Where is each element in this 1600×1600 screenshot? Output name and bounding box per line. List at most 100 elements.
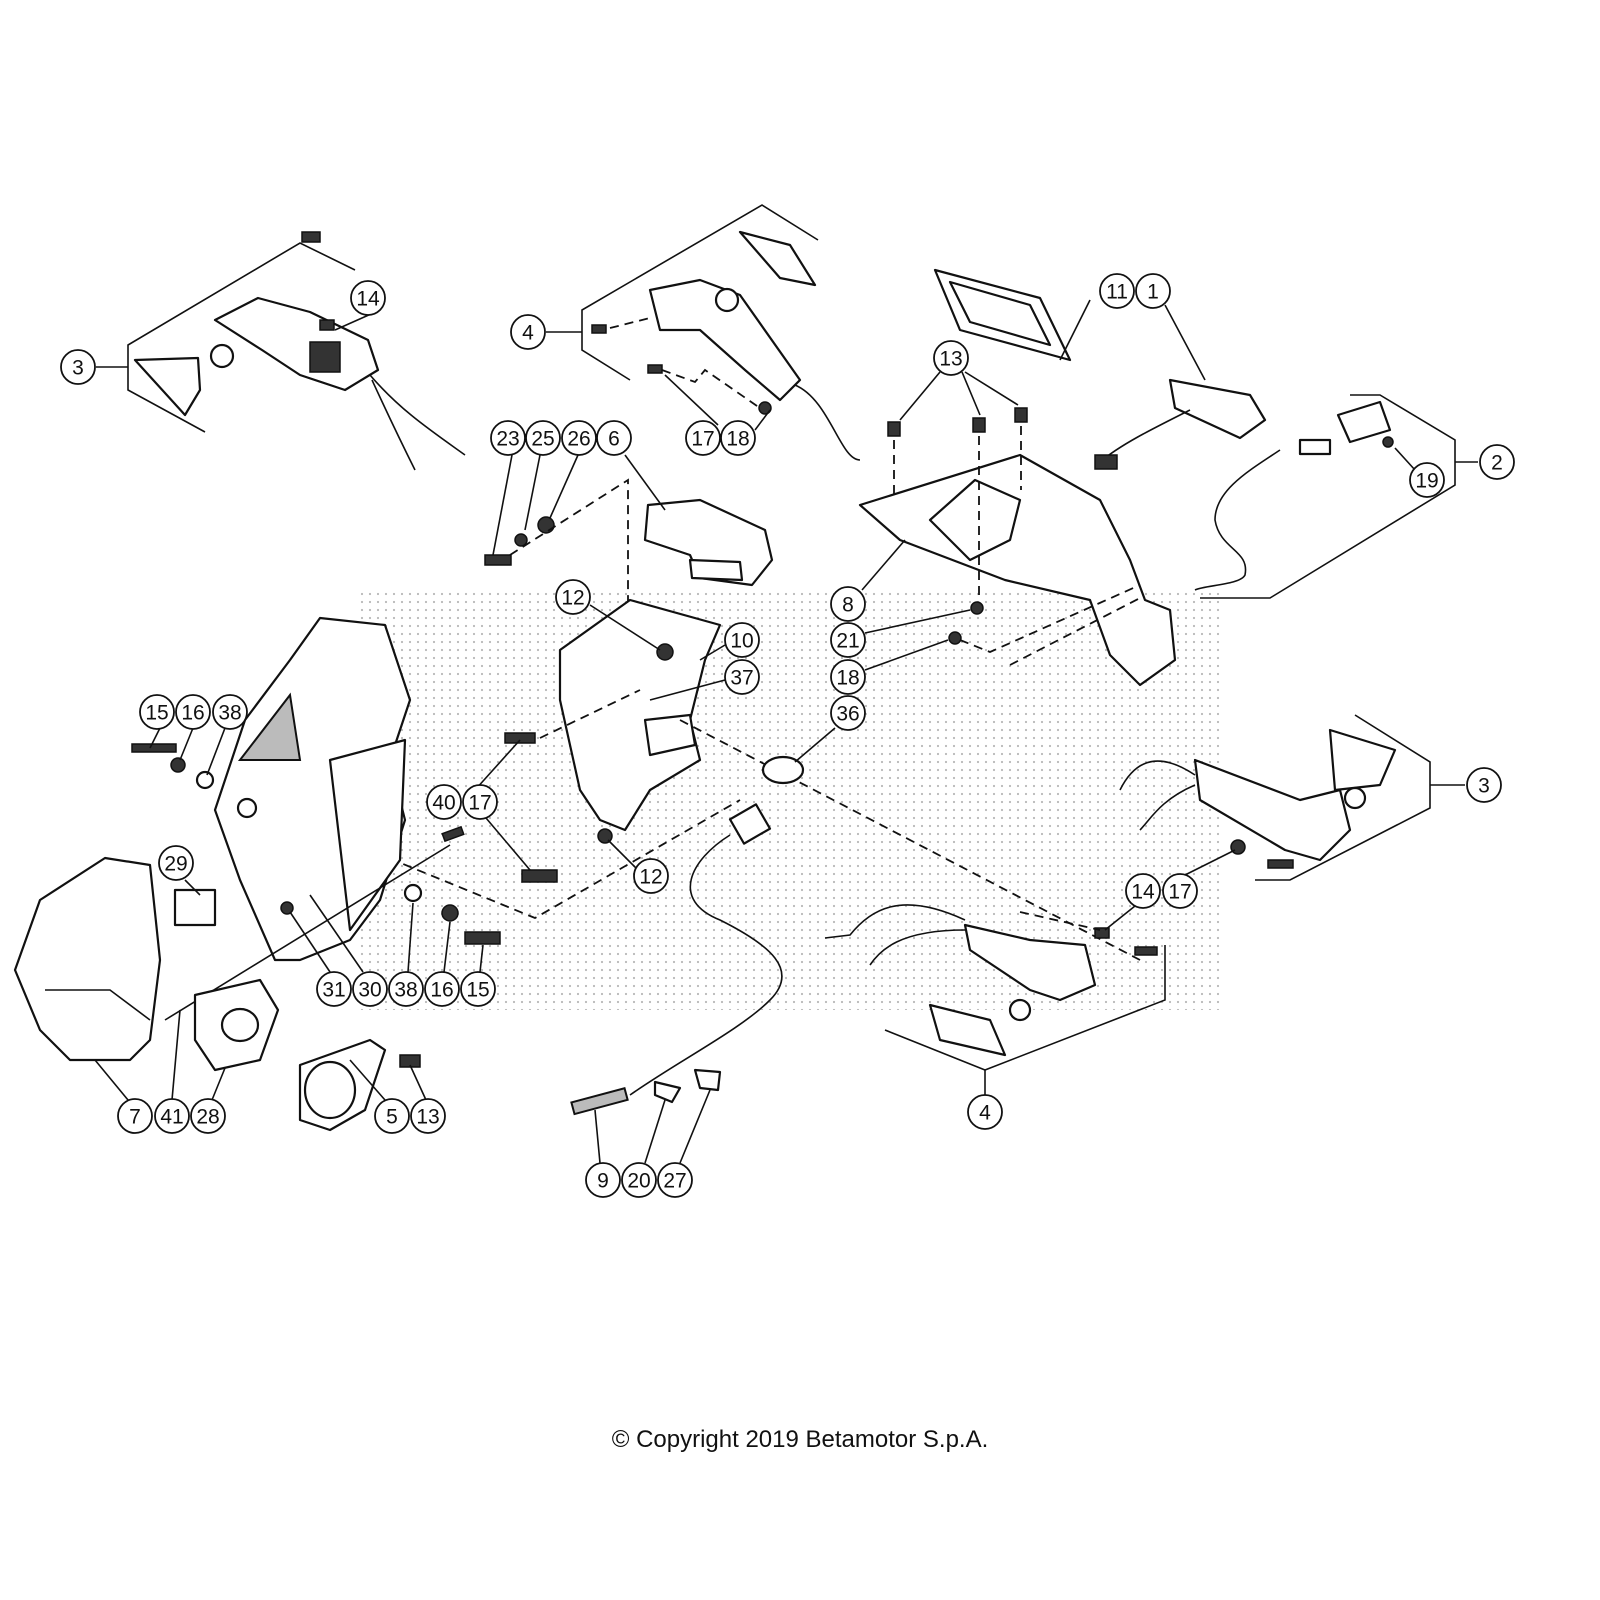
indicator-front-left (133, 231, 466, 471)
leader-lines (94, 299, 1478, 1164)
callout-circle (410, 1098, 446, 1134)
callout-9: 9 (585, 1162, 621, 1198)
callout-number: 26 (567, 428, 590, 451)
callout-23: 23 (490, 420, 526, 456)
callout-29: 29 (158, 845, 194, 881)
callout-number: 36 (836, 703, 859, 726)
callout-circle (1125, 873, 1161, 909)
callout-number: 21 (836, 630, 859, 653)
callout-number: 30 (358, 979, 381, 1002)
callout-circle (830, 586, 866, 622)
callout-number: 2 (1491, 452, 1503, 475)
callout-40: 40 (426, 784, 462, 820)
callout-circle (510, 314, 546, 350)
callout-circle (490, 420, 526, 456)
callout-circle (1466, 767, 1502, 803)
callout-18: 18 (720, 420, 756, 456)
callout-circle (316, 971, 352, 1007)
callout-number: 16 (430, 979, 453, 1002)
plate-light (1194, 400, 1394, 591)
callout-number: 3 (72, 357, 84, 380)
callout-circle (596, 420, 632, 456)
callout-number: 6 (608, 428, 620, 451)
callout-12: 12 (555, 579, 591, 615)
callout-circle (1162, 873, 1198, 909)
callout-4: 4 (510, 314, 546, 350)
callout-circle (1479, 444, 1515, 480)
callout-circle (117, 1098, 153, 1134)
callout-circle (350, 280, 386, 316)
callout-circle (460, 971, 496, 1007)
callout-circle (555, 579, 591, 615)
callout-circle (657, 1162, 693, 1198)
callout-10: 10 (724, 622, 760, 658)
callout-circle (352, 971, 388, 1007)
callout-number: 15 (145, 702, 168, 725)
callout-number: 19 (1415, 470, 1438, 493)
callout-4: 4 (967, 1094, 1003, 1130)
callout-number: 18 (726, 428, 749, 451)
callout-7: 7 (117, 1098, 153, 1134)
callout-38: 38 (388, 971, 424, 1007)
callout-number: 41 (160, 1106, 183, 1129)
callout-number: 11 (1106, 281, 1128, 304)
callout-circle (374, 1098, 410, 1134)
callout-number: 10 (730, 630, 753, 653)
rubber-damper (761, 755, 805, 785)
callout-30: 30 (352, 971, 388, 1007)
callout-18: 18 (830, 659, 866, 695)
callout-19: 19 (1409, 462, 1445, 498)
callout-circle (621, 1162, 657, 1198)
callout-number: 40 (432, 792, 455, 815)
callout-number: 17 (691, 428, 714, 451)
callout-number: 4 (979, 1102, 991, 1125)
callout-25: 25 (525, 420, 561, 456)
copyright-notice: © Copyright 2019 Betamotor S.p.A. (611, 1426, 989, 1453)
callout-circle (724, 659, 760, 695)
callout-number: 8 (842, 594, 854, 617)
callout-circle (190, 1098, 226, 1134)
callout-15: 15 (460, 971, 496, 1007)
callout-3: 3 (1466, 767, 1502, 803)
callout-8: 8 (830, 586, 866, 622)
callout-circle (1135, 273, 1171, 309)
callout-31: 31 (316, 971, 352, 1007)
callout-2: 2 (1479, 444, 1515, 480)
callout-38: 38 (212, 694, 248, 730)
callout-circle (724, 622, 760, 658)
callout-circle (1409, 462, 1445, 498)
callout-16: 16 (424, 971, 460, 1007)
callout-circle (720, 420, 756, 456)
callout-circle (685, 420, 721, 456)
indicator-front-right (591, 230, 861, 461)
callout-number: 1 (1147, 281, 1159, 304)
front-fairing (131, 616, 501, 1021)
callout-number: 13 (416, 1106, 439, 1129)
callout-17: 17 (685, 420, 721, 456)
callout-circle (462, 784, 498, 820)
callout-number: 14 (1131, 881, 1155, 904)
callout-circle (830, 659, 866, 695)
callout-13: 13 (410, 1098, 446, 1134)
callout-circle (561, 420, 597, 456)
callout-20: 20 (621, 1162, 657, 1198)
callout-number: 17 (1168, 881, 1191, 904)
callout-number: 29 (164, 853, 187, 876)
callout-circle (1099, 273, 1135, 309)
callout-41: 41 (154, 1098, 190, 1134)
callout-number: 5 (386, 1106, 398, 1129)
headlight (13, 856, 421, 1132)
callout-circle (525, 420, 561, 456)
callout-number: 20 (627, 1170, 650, 1193)
callout-circle (212, 694, 248, 730)
callout-6: 6 (596, 420, 632, 456)
callout-number: 13 (939, 348, 962, 371)
callout-number: 4 (522, 322, 534, 345)
callout-circle (175, 694, 211, 730)
callout-36: 36 (830, 695, 866, 731)
callout-circle (424, 971, 460, 1007)
callout-circle (830, 622, 866, 658)
